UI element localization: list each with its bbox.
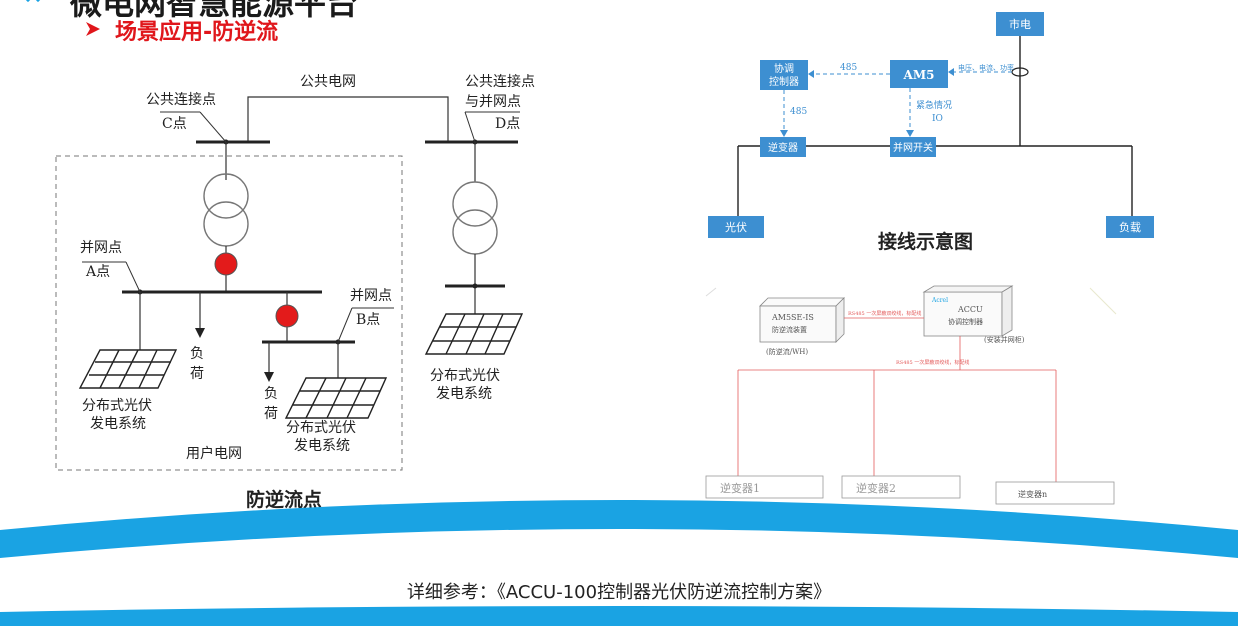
load1-label: 负 [190, 346, 204, 362]
pv2-label: 分布式光伏 [286, 420, 356, 436]
inverter-n-box [995, 481, 1115, 505]
accu-device: Acrel ACCU 协调控制器 [922, 285, 1014, 337]
link-label-2: RS485 一次屏蔽双绞线，标配线 [896, 359, 969, 366]
load1-sub: 荷 [190, 366, 204, 382]
emergency-label: 紧急情况 [916, 99, 952, 111]
backflow-point-marker [214, 252, 238, 276]
arrow-bullet-icon [86, 22, 100, 36]
inverter-label: 逆变器 [768, 141, 798, 154]
subtitle: 场景应用-防逆流 [115, 20, 279, 45]
grid-label: 市电 [1009, 17, 1031, 31]
accu-sub: 协调控制器 [948, 317, 983, 326]
pv-box [708, 216, 764, 238]
pv3-label: 分布式光伏 [430, 368, 500, 384]
network-diagram: AM5SE-IS 防逆流装置 (防逆流/WH) Acrel ACCU 协调控制器… [705, 285, 1117, 543]
coordinator-sub: 控制器 [769, 75, 799, 88]
inverter-box [760, 137, 806, 157]
coordinator-label: 协调 [774, 62, 794, 75]
a-point-label: 并网点 [80, 240, 122, 256]
pv1-label: 分布式光伏 [82, 398, 152, 414]
public-grid-label: 公共电网 [300, 74, 356, 90]
pv2-sub: 发电系统 [294, 438, 350, 454]
accu-brand: Acrel [931, 297, 948, 304]
am5se-label: AM5SE-IS [771, 313, 814, 322]
d-point-sub2: D点 [495, 116, 520, 132]
inverter-1-box [705, 475, 824, 499]
pv-panel-icon [424, 313, 524, 355]
wiring-caption: 接线示意图 [878, 230, 973, 253]
user-grid-label: 用户电网 [186, 445, 242, 462]
pv1-sub: 发电系统 [90, 416, 146, 432]
a-point-sub: A点 [85, 264, 110, 280]
am5se-note: (防逆流/WH) [766, 347, 808, 356]
c-point-label: 公共连接点 [146, 91, 216, 108]
accu-note: (安装并网柜) [984, 335, 1025, 344]
network-caption: 组网图 [888, 520, 945, 543]
public-grid-line [247, 96, 449, 142]
accu-label: ACCU [957, 305, 983, 314]
inverter-n-label: 逆变器n [1018, 489, 1047, 499]
backflow-point-marker-b [275, 304, 299, 328]
transformer-icon [203, 173, 249, 219]
measure-label: 电压、电流、功率 [958, 63, 1014, 72]
inverter-2-box [841, 475, 961, 499]
wiring-diagram: 市电 AM5 协调 控制器 485 电压、电流、功率 485 紧急情况 IO 逆… [708, 12, 1154, 253]
load-label: 负载 [1119, 220, 1141, 234]
pv-label: 光伏 [725, 220, 747, 234]
user-grid-box [55, 155, 403, 471]
am5-label: AM5 [903, 68, 935, 82]
inverter-1-label: 逆变器1 [720, 481, 760, 495]
link-485-h: 485 [840, 63, 857, 73]
load2-label: 负 [264, 386, 278, 402]
am5se-device: AM5SE-IS 防逆流装置 [759, 297, 845, 343]
d-point-sub1: 与并网点 [465, 94, 521, 110]
pv-panel-icon [284, 377, 388, 419]
am5se-sub: 防逆流装置 [772, 325, 807, 334]
d-point-label: 公共连接点 [465, 73, 535, 90]
load-arrow-icon [195, 328, 205, 338]
page-title: 微电网智慧能源平台 [70, 0, 359, 22]
am5-box [890, 60, 948, 88]
footer-reference: 详细参考：《ACCU-100控制器光伏防逆流控制方案》 [406, 582, 832, 603]
grid-switch-box [890, 137, 936, 157]
pv3-sub: 发电系统 [436, 386, 492, 402]
link-label-1: RS485 一次屏蔽双绞线，标配线 [848, 310, 921, 317]
load-box [1106, 216, 1154, 238]
inverter-2-label: 逆变器2 [856, 481, 896, 495]
grid-box [996, 12, 1044, 36]
emergency-sub: IO [932, 114, 943, 124]
anti-backflow-diagram: 公共电网 公共连接点 C点 公共连接点 与并网点 D点 用户电网 并网点 A点 … [55, 73, 535, 511]
pv-panel-icon [78, 349, 178, 389]
b-point-sub: B点 [356, 312, 380, 328]
transformer-icon [452, 181, 498, 227]
c-point-sub: C点 [162, 116, 187, 132]
anti-backflow-caption: 防逆流点 [246, 488, 322, 511]
coordinator-box [760, 60, 808, 90]
grid-switch-label: 并网开关 [893, 141, 933, 154]
link-485-v: 485 [790, 107, 807, 117]
load2-sub: 荷 [264, 406, 278, 422]
b-point-label: 并网点 [350, 288, 392, 304]
